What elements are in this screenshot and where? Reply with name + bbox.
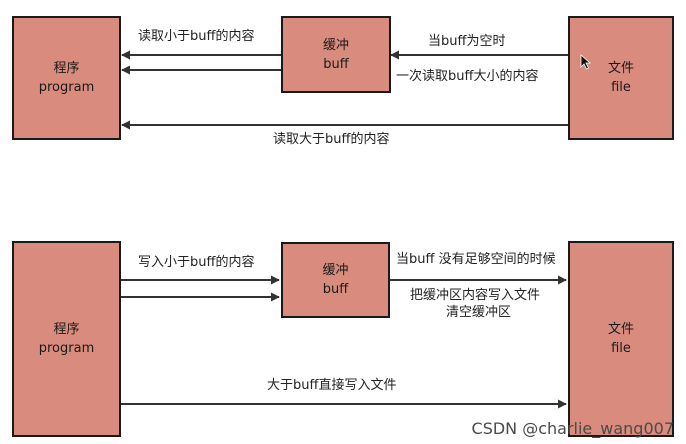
bottom-program-title: 程序 xyxy=(53,322,80,337)
top-program-box: 程序 program xyxy=(12,16,121,140)
top-buffer-title: 缓冲 xyxy=(322,37,349,53)
top-program-title: 程序 xyxy=(53,61,80,76)
bottom-buffer-box: 缓冲 buff xyxy=(281,242,390,318)
top-buffer-subtitle: buff xyxy=(323,56,349,72)
top-program-subtitle: program xyxy=(38,80,95,95)
label-insufficient-space: 当buff 没有足够空间的时候 xyxy=(396,252,556,267)
top-buffer-box: 缓冲 buff xyxy=(281,16,391,93)
label-write-large: 大于buff直接写入文件 xyxy=(267,378,397,393)
label-read-large: 读取大于buff的内容 xyxy=(273,132,390,147)
label-read-small: 读取小于buff的内容 xyxy=(138,29,255,44)
top-file-subtitle: file xyxy=(611,80,631,95)
bottom-file-subtitle: file xyxy=(611,341,631,356)
bottom-buffer-subtitle: buff xyxy=(322,282,349,297)
top-file-title: 文件 xyxy=(607,61,634,76)
label-read-buffer-size: 一次读取buff大小的内容 xyxy=(396,69,539,84)
bottom-file-box: 文件 file xyxy=(568,241,674,437)
label-when-buffer-empty: 当buff为空时 xyxy=(428,34,506,49)
bottom-program-subtitle: program xyxy=(38,341,95,356)
label-clear-buffer: 清空缓冲区 xyxy=(446,305,512,320)
bottom-buffer-title: 缓冲 xyxy=(322,263,349,278)
bottom-file-title: 文件 xyxy=(607,322,634,337)
top-file-box: 文件 file xyxy=(568,16,674,140)
label-write-small: 写入小于buff的内容 xyxy=(138,255,255,270)
bottom-program-box: 程序 program xyxy=(12,241,121,437)
mouse-cursor-icon xyxy=(580,54,592,70)
watermark: CSDN @charlie_wang007 xyxy=(471,419,674,438)
label-flush-to-file: 把缓冲区内容写入文件 xyxy=(410,288,541,303)
